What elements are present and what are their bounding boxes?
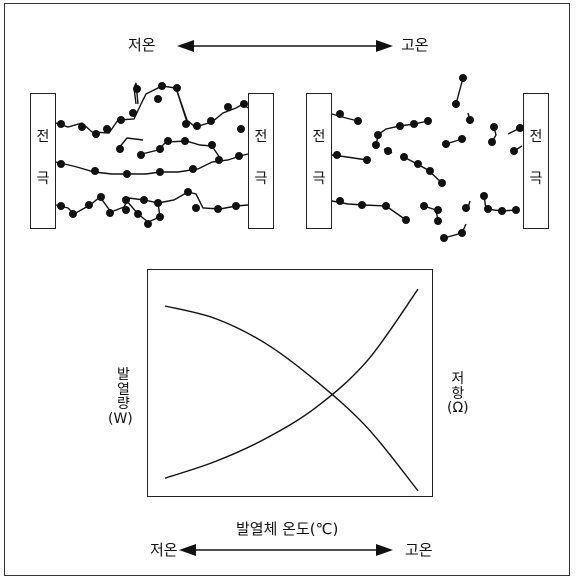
x-axis-label: 발열체 온도(℃) bbox=[236, 520, 339, 538]
y-axis-left-label: 발 열 량 (W) bbox=[108, 367, 133, 428]
electrode-left-low: 전 극 bbox=[30, 93, 56, 229]
top-high-temp-label: 고온 bbox=[401, 36, 429, 54]
top-low-temp-label: 저온 bbox=[128, 36, 156, 54]
figure-frame bbox=[4, 3, 570, 576]
electrode-right-high: 전 극 bbox=[523, 93, 549, 229]
y-axis-right-label: 저 항 (Ω) bbox=[447, 371, 469, 417]
electrode-left-high: 전 극 bbox=[306, 93, 332, 229]
bottom-low-temp-label: 저온 bbox=[150, 541, 178, 559]
bottom-high-temp-label: 고온 bbox=[405, 541, 433, 559]
resistance-curve bbox=[164, 288, 419, 479]
electrode-right-low: 전 극 bbox=[248, 93, 274, 229]
heat-output-curve bbox=[164, 305, 419, 492]
chart-axes-box bbox=[147, 269, 433, 497]
